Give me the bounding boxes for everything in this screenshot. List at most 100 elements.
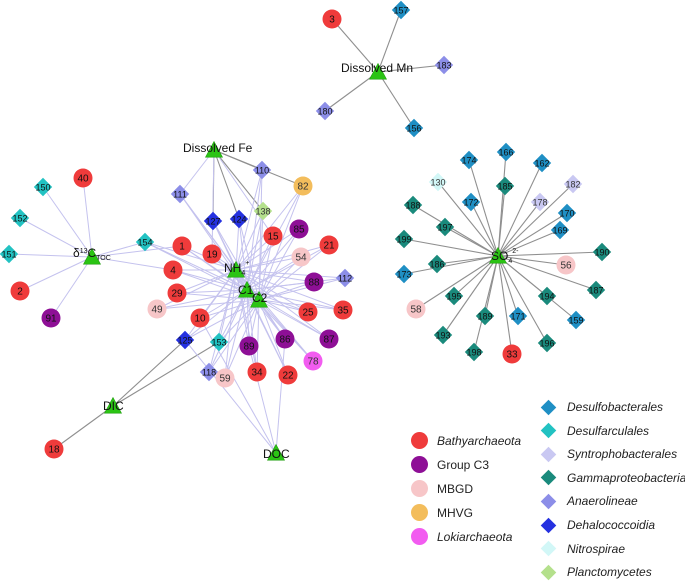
otu-node-170[interactable]: 170	[557, 203, 577, 223]
otu-node-22[interactable]: 22	[278, 365, 298, 385]
otu-label: 82	[297, 181, 309, 192]
otu-node-169[interactable]: 169	[550, 220, 570, 240]
otu-node-189[interactable]: 189	[475, 306, 495, 326]
otu-node-18[interactable]: 18	[44, 439, 64, 459]
otu-node-3[interactable]: 3	[322, 9, 342, 29]
otu-node-182[interactable]: 182	[563, 174, 583, 194]
otu-node-190[interactable]: 190	[592, 242, 612, 262]
otu-node-185[interactable]: 185	[495, 176, 515, 196]
env-triangle	[82, 247, 102, 265]
otu-node-91[interactable]: 91	[41, 308, 61, 328]
otu-node-15[interactable]: 15	[263, 226, 283, 246]
otu-node-162[interactable]: 162	[532, 153, 552, 173]
otu-node-173[interactable]: 173	[394, 264, 414, 284]
env-triangle	[368, 62, 388, 80]
env-node-so4[interactable]: SO42-	[488, 246, 520, 266]
otu-node-87[interactable]: 87	[319, 329, 339, 349]
otu-node-25[interactable]: 25	[298, 302, 318, 322]
edge-C1-29	[176, 289, 248, 294]
otu-node-154[interactable]: 154	[135, 232, 155, 252]
otu-node-59[interactable]: 59	[215, 368, 235, 388]
otu-node-183[interactable]: 183	[434, 55, 454, 75]
otu-node-156[interactable]: 156	[404, 118, 424, 138]
otu-node-33[interactable]: 33	[502, 344, 522, 364]
otu-diamond	[557, 203, 577, 223]
otu-node-186[interactable]: 186	[427, 254, 447, 274]
otu-node-130[interactable]: 130	[428, 172, 448, 192]
otu-node-112[interactable]: 112	[335, 268, 355, 288]
env-triangle	[204, 140, 224, 158]
otu-node-21[interactable]: 21	[319, 235, 339, 255]
env-node-c1[interactable]: C1	[237, 280, 257, 298]
otu-node-193[interactable]: 193	[433, 325, 453, 345]
otu-node-19[interactable]: 19	[202, 244, 222, 264]
otu-node-40[interactable]: 40	[73, 168, 93, 188]
otu-node-171[interactable]: 171	[508, 306, 528, 326]
otu-node-198[interactable]: 198	[464, 342, 484, 362]
otu-diamond	[586, 280, 606, 300]
otu-node-49[interactable]: 49	[147, 299, 167, 319]
otu-node-150[interactable]: 150	[33, 177, 53, 197]
otu-node-35[interactable]: 35	[333, 300, 353, 320]
otu-node-4[interactable]: 4	[163, 260, 183, 280]
otu-node-188[interactable]: 188	[403, 195, 423, 215]
otu-node-1[interactable]: 1	[172, 236, 192, 256]
otu-node-159[interactable]: 159	[566, 310, 586, 330]
otu-node-174[interactable]: 174	[459, 150, 479, 170]
otu-node-86[interactable]: 86	[275, 329, 295, 349]
otu-node-54[interactable]: 54	[291, 247, 311, 267]
otu-label: 88	[308, 277, 320, 288]
otu-node-56[interactable]: 56	[556, 255, 576, 275]
env-node-toc[interactable]: δ13CTOC	[73, 246, 111, 265]
otu-diamond	[537, 286, 557, 306]
otu-node-138[interactable]: 138	[253, 201, 273, 221]
otu-node-153[interactable]: 153	[209, 332, 229, 352]
otu-node-10[interactable]: 10	[190, 308, 210, 328]
otu-node-85[interactable]: 85	[289, 219, 309, 239]
edge-DOC-86	[275, 338, 286, 454]
otu-node-194[interactable]: 194	[537, 286, 557, 306]
otu-node-2[interactable]: 2	[10, 281, 30, 301]
otu-label: 85	[293, 224, 305, 235]
otu-node-111[interactable]: 111	[170, 184, 190, 204]
otu-node-178[interactable]: 178	[530, 192, 550, 212]
otu-node-172[interactable]: 172	[461, 192, 481, 212]
otu-node-82[interactable]: 82	[293, 176, 313, 196]
otu-circle	[73, 168, 93, 188]
env-node-c2[interactable]: C2	[249, 290, 269, 308]
otu-node-89[interactable]: 89	[239, 336, 259, 356]
otu-node-151[interactable]: 151	[0, 244, 19, 264]
otu-node-196[interactable]: 196	[537, 333, 557, 353]
otu-node-124[interactable]: 124	[229, 209, 249, 229]
otu-node-58[interactable]: 58	[406, 299, 426, 319]
otu-node-125[interactable]: 125	[175, 330, 195, 350]
otu-node-197[interactable]: 197	[435, 217, 455, 237]
otu-node-157[interactable]: 157	[391, 0, 411, 20]
otu-node-118[interactable]: 118	[199, 362, 219, 382]
otu-node-180[interactable]: 180	[315, 101, 335, 121]
env-node-fe[interactable]: Dissolved Fe	[183, 140, 253, 158]
otu-node-34[interactable]: 34	[247, 362, 267, 382]
otu-circle	[502, 344, 522, 364]
legend-label: Anaerolineae	[567, 494, 638, 509]
otu-node-195[interactable]: 195	[444, 286, 464, 306]
env-node-mn[interactable]: Dissolved Mn	[341, 61, 413, 80]
otu-node-110[interactable]: 110	[252, 160, 272, 180]
otu-node-78[interactable]: 78	[303, 351, 323, 371]
env-node-nh4[interactable]: NH4+	[224, 260, 249, 278]
env-node-dic[interactable]: DIC	[103, 396, 124, 414]
otu-node-29[interactable]: 29	[167, 283, 187, 303]
otu-node-166[interactable]: 166	[496, 142, 516, 162]
edge-NH4-154	[144, 241, 237, 271]
legend-item-mbgd: MBGD	[411, 480, 473, 497]
edge-SO4-170	[497, 212, 568, 257]
otu-node-199[interactable]: 199	[394, 229, 414, 249]
otu-node-152[interactable]: 152	[10, 208, 30, 228]
otu-node-187[interactable]: 187	[586, 280, 606, 300]
otu-node-88[interactable]: 88	[304, 272, 324, 292]
edge-C2-29	[176, 292, 260, 301]
otu-node-127[interactable]: 127	[203, 211, 223, 231]
legend-item-group-c3: Group C3	[411, 456, 489, 473]
env-node-doc[interactable]: DOC	[263, 443, 290, 462]
edge-C1-85	[246, 228, 300, 291]
